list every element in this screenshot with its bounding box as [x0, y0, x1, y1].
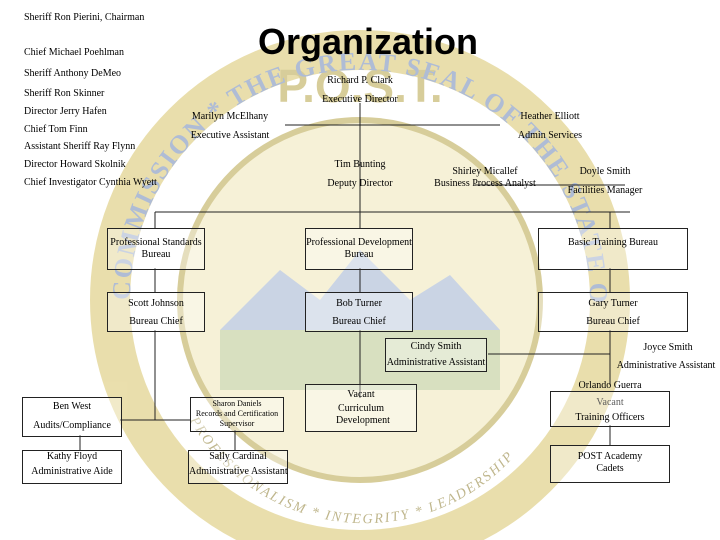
node-sally-admin-assistant: Sally Cardinal Administrative Assistant [188, 450, 288, 484]
bureau-professional-development: Professional Development Bureau [305, 228, 413, 270]
node-role: Administrative Assistant [386, 357, 486, 368]
seal-outer-ring [90, 30, 630, 540]
node-name: Orlando Guerra [578, 380, 642, 391]
node-role: Curriculum Development [336, 403, 390, 426]
commission-member: Chief Michael Poehlman [24, 47, 124, 58]
node-role: Training Officers [575, 412, 645, 423]
node-role: Executive Director [322, 94, 398, 105]
node-name: Marilyn McElhany [191, 111, 269, 122]
node-role: Administrative Aide [31, 466, 113, 477]
node-records-supervisor: Sharon Daniels Records and Certification… [190, 397, 284, 432]
bureau-label: Professional Development Bureau [306, 237, 412, 260]
node-name: Bob Turner [336, 298, 382, 309]
commission-member: Chief Tom Finn [24, 124, 88, 135]
node-name: Vacant [596, 397, 624, 408]
bureau-chief-training: Gary Turner Bureau Chief [538, 292, 688, 332]
page-title: Organization [258, 21, 479, 62]
bureau-label: Basic Training Bureau [568, 237, 658, 248]
node-curriculum-development: Vacant Curriculum Development [305, 384, 417, 432]
node-name: Shirley Micallef [452, 166, 518, 177]
commission-member: Sheriff Ron Pierini, Chairman [24, 12, 145, 23]
node-name: Joyce Smith [643, 342, 693, 353]
node-role: Audits/Compliance [33, 420, 111, 431]
node-name: Tim Bunting [334, 159, 386, 170]
bureau-chief-standards: Scott Johnson Bureau Chief [107, 292, 205, 332]
commission-member: Director Jerry Hafen [24, 106, 107, 117]
node-name: Sharon Daniels [212, 399, 262, 408]
node-role: Records and Certification Supervisor [195, 409, 279, 428]
commission-member: Assistant Sheriff Ray Flynn [24, 141, 136, 152]
bureau-professional-standards: Professional Standards Bureau [107, 228, 205, 270]
node-pdb-admin-assistant: Cindy Smith Administrative Assistant [385, 338, 487, 372]
bureau-basic-training: Basic Training Bureau [538, 228, 688, 270]
node-name: Gary Turner [588, 298, 638, 309]
commission-member: Chief Investigator Cynthia Wyett [24, 177, 157, 188]
node-name: Scott Johnson [128, 298, 184, 309]
node-role: Bureau Chief [332, 316, 386, 327]
node-name: Kathy Floyd [46, 451, 98, 462]
node-role: Deputy Director [327, 178, 393, 189]
commission-member: Sheriff Anthony DeMeo [24, 68, 122, 79]
bureau-chief-development: Bob Turner Bureau Chief [305, 292, 413, 332]
node-name: Vacant [347, 389, 375, 400]
node-name: Sally Cardinal [209, 451, 267, 462]
node-role: Business Process Analyst [434, 178, 536, 189]
node-role: Administrative Assistant [189, 466, 288, 477]
commission-member: Sheriff Ron Skinner [24, 88, 105, 99]
node-role: Facilities Manager [567, 185, 643, 196]
node-role: Admin Services [517, 130, 583, 141]
node-role: Executive Assistant [190, 130, 270, 141]
node-role: Bureau Chief [586, 316, 640, 327]
bureau-label: Professional Standards Bureau [110, 237, 202, 260]
node-post-academy-cadets: POST Academy Cadets [550, 445, 670, 483]
node-training-officers-box: Training Officers [550, 391, 670, 427]
node-role: Bureau Chief [129, 316, 183, 327]
node-role: Administrative Assistant [616, 360, 716, 371]
node-name: Richard P. Clark [327, 75, 393, 86]
node-administrative-aide: Kathy Floyd Administrative Aide [22, 450, 122, 484]
node-name: Doyle Smith [579, 166, 631, 177]
node-name: Ben West [52, 401, 92, 412]
node-label: POST Academy Cadets [577, 451, 643, 474]
node-name: Heather Elliott [520, 111, 580, 122]
commission-member: Director Howard Skolnik [24, 159, 126, 170]
node-audits-compliance: Ben West Audits/Compliance [22, 397, 122, 437]
node-name: Cindy Smith [410, 341, 462, 352]
